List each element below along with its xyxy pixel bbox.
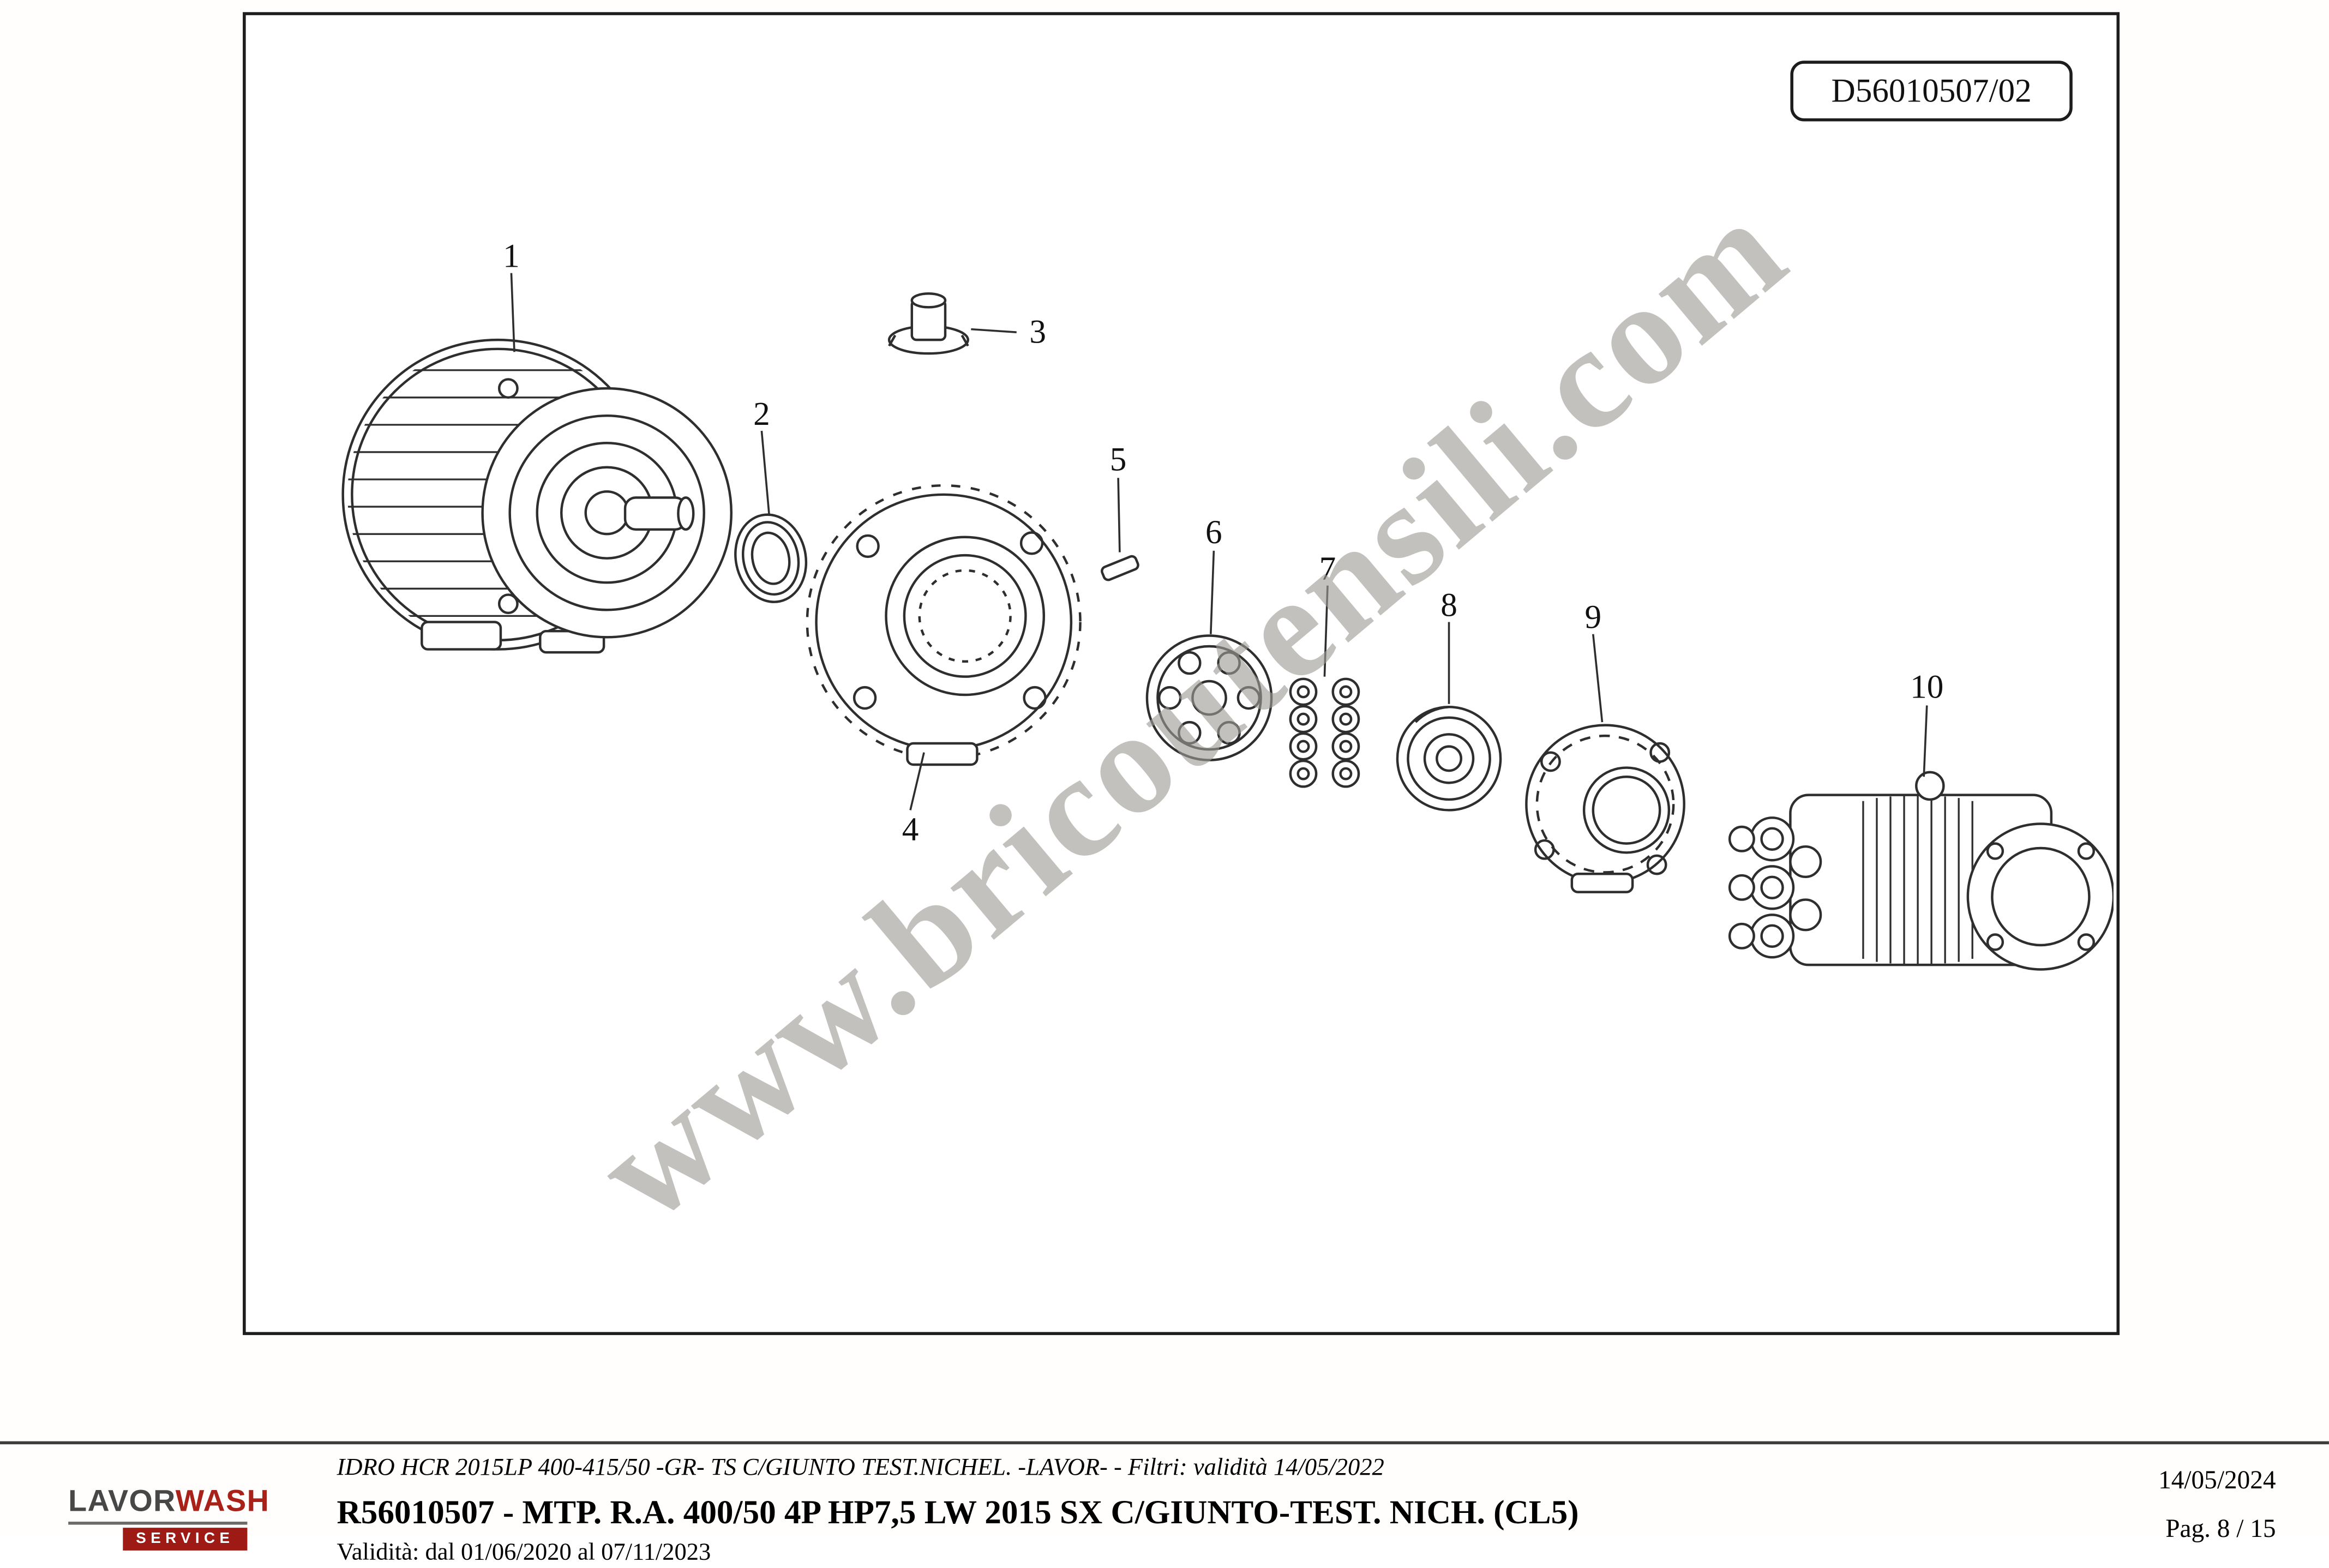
leader-lines — [510, 273, 1928, 810]
callout-7: 7 — [1319, 550, 1336, 587]
callout-1: 1 — [503, 238, 520, 275]
part-1-motor-drawing — [341, 338, 733, 654]
filter-line: IDRO HCR 2015LP 400-415/50 -GR- TS C/GIU… — [337, 1455, 1384, 1481]
logo-service-bar: SERVICE — [123, 1528, 248, 1551]
part-4-bell-housing-drawing — [806, 484, 1082, 766]
drawing-code-badge: D56010507/02 — [1790, 61, 2073, 122]
callout-10: 10 — [1910, 669, 1943, 706]
page-number: Pag. 8 / 15 — [2165, 1514, 2276, 1543]
callout-8: 8 — [1440, 586, 1457, 623]
callout-5: 5 — [1110, 441, 1127, 478]
exploded-view-diagram: 1 2 3 4 5 6 7 8 9 10 — [341, 238, 2114, 971]
callout-6: 6 — [1205, 514, 1222, 551]
logo-lavor: LAVOR — [68, 1485, 176, 1519]
part-5-key-drawing — [1101, 555, 1139, 581]
part-8-bearing-drawing — [1396, 706, 1502, 812]
logo-wash: WASH — [175, 1485, 270, 1519]
part-2-seal-drawing — [734, 513, 808, 603]
part-9-flange-drawing — [1525, 724, 1685, 893]
part-10-pump-drawing — [1728, 771, 2114, 971]
callout-9: 9 — [1584, 599, 1601, 636]
part-title-line: R56010507 - MTP. R.A. 400/50 4P HP7,5 LW… — [337, 1493, 1579, 1531]
callout-2: 2 — [753, 395, 770, 432]
logo-wordmark: LAVORWASH — [68, 1485, 270, 1519]
part-3-cap-drawing — [887, 292, 969, 355]
footer-divider — [0, 1441, 2329, 1445]
part-6-coupling-hub-drawing — [1145, 634, 1273, 761]
lavorwash-logo: LAVORWASH SERVICE — [68, 1485, 270, 1551]
page: 1 2 3 4 5 6 7 8 9 10 www.bricoutensili.c… — [0, 12, 2329, 1567]
part-7-rubber-inserts-drawing — [1289, 677, 1360, 788]
logo-underline — [68, 1522, 248, 1525]
callout-4: 4 — [902, 811, 919, 848]
footer-description: IDRO HCR 2015LP 400-415/50 -GR- TS C/GIU… — [337, 1453, 1824, 1568]
validity-line: Validità: dal 01/06/2020 al 07/11/2023 — [337, 1540, 711, 1567]
footer-meta: 14/05/2024 Pag. 8 / 15 — [2033, 1465, 2276, 1545]
callout-3: 3 — [1029, 314, 1046, 351]
print-date: 14/05/2024 — [2158, 1465, 2276, 1494]
